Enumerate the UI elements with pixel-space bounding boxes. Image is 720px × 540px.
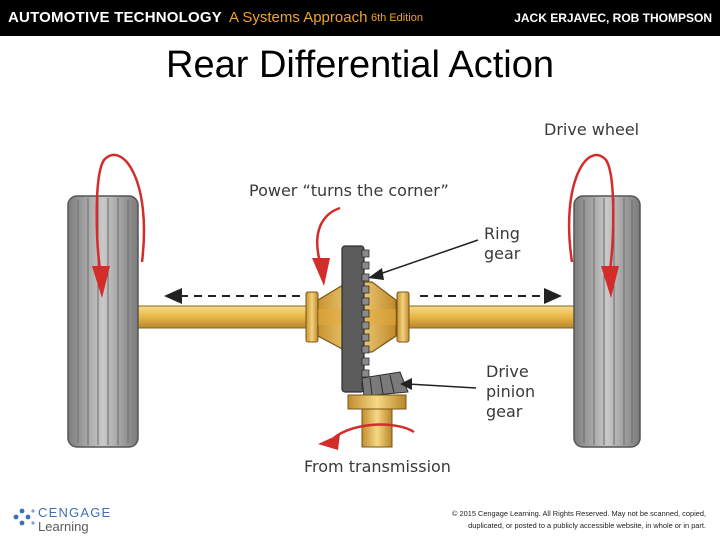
pinion-leader: [407, 383, 477, 389]
book-authors: JACK ERJAVEC, ROB THOMPSON: [514, 11, 712, 25]
cengage-logo: CENGAGE Learning: [12, 505, 110, 534]
ring-gear-leader-arrowhead-icon: [368, 268, 384, 280]
left-drive-wheel: [67, 195, 139, 448]
left-arrowhead-icon: [164, 288, 182, 304]
power-arrowhead-icon: [312, 258, 330, 286]
cengage-logo-icon: [13, 508, 35, 526]
drive-wheel-label: Drive wheel: [544, 120, 640, 139]
logo-text-cengage: CENGAGE: [38, 505, 112, 520]
power-label: Power “turns the corner”: [249, 181, 449, 200]
book-title: AUTOMOTIVE TECHNOLOGY: [8, 9, 222, 26]
header-bar: AUTOMOTIVE TECHNOLOGY A Systems Approach…: [0, 0, 720, 36]
right-drive-wheel: [573, 195, 641, 448]
pinion-label-line1: Drive: [486, 362, 529, 381]
right-wheel-rotation-arrow: [567, 153, 615, 271]
book-subtitle: A Systems Approach: [229, 9, 368, 26]
left-wheel-rotation-arrow: [95, 153, 146, 271]
right-arrowhead-icon: [544, 288, 562, 304]
copyright-notice: © 2015 Cengage Learning. All Rights Rese…: [406, 508, 706, 532]
ring-gear: [341, 245, 370, 393]
logo-text-learning: Learning: [38, 519, 89, 534]
pinion-label-line2: pinion: [486, 382, 536, 401]
book-edition: 6th Edition: [371, 12, 423, 24]
slide-title: Rear Differential Action: [166, 44, 554, 86]
copyright-line-2: duplicated, or posted to a publicly acce…: [468, 521, 706, 530]
pinion-label-line3: gear: [486, 402, 523, 421]
copyright-line-1: © 2015 Cengage Learning. All Rights Rese…: [451, 509, 706, 518]
pinion-leader-arrowhead-icon: [400, 378, 412, 390]
left-axle-shaft: [136, 305, 328, 329]
left-wheel-arrowhead-icon: [92, 266, 110, 298]
ring-gear-label-line1: Ring: [484, 224, 520, 243]
right-axle-shaft: [399, 305, 579, 329]
ring-gear-leader: [373, 239, 479, 277]
right-wheel-arrowhead-icon: [601, 266, 619, 298]
power-flow-arrow: [315, 206, 341, 263]
ring-gear-label-line2: gear: [484, 244, 521, 263]
from-transmission-label: From transmission: [304, 457, 451, 476]
drive-pinion-gear: [347, 371, 409, 448]
transmission-arrowhead-icon: [318, 434, 340, 450]
